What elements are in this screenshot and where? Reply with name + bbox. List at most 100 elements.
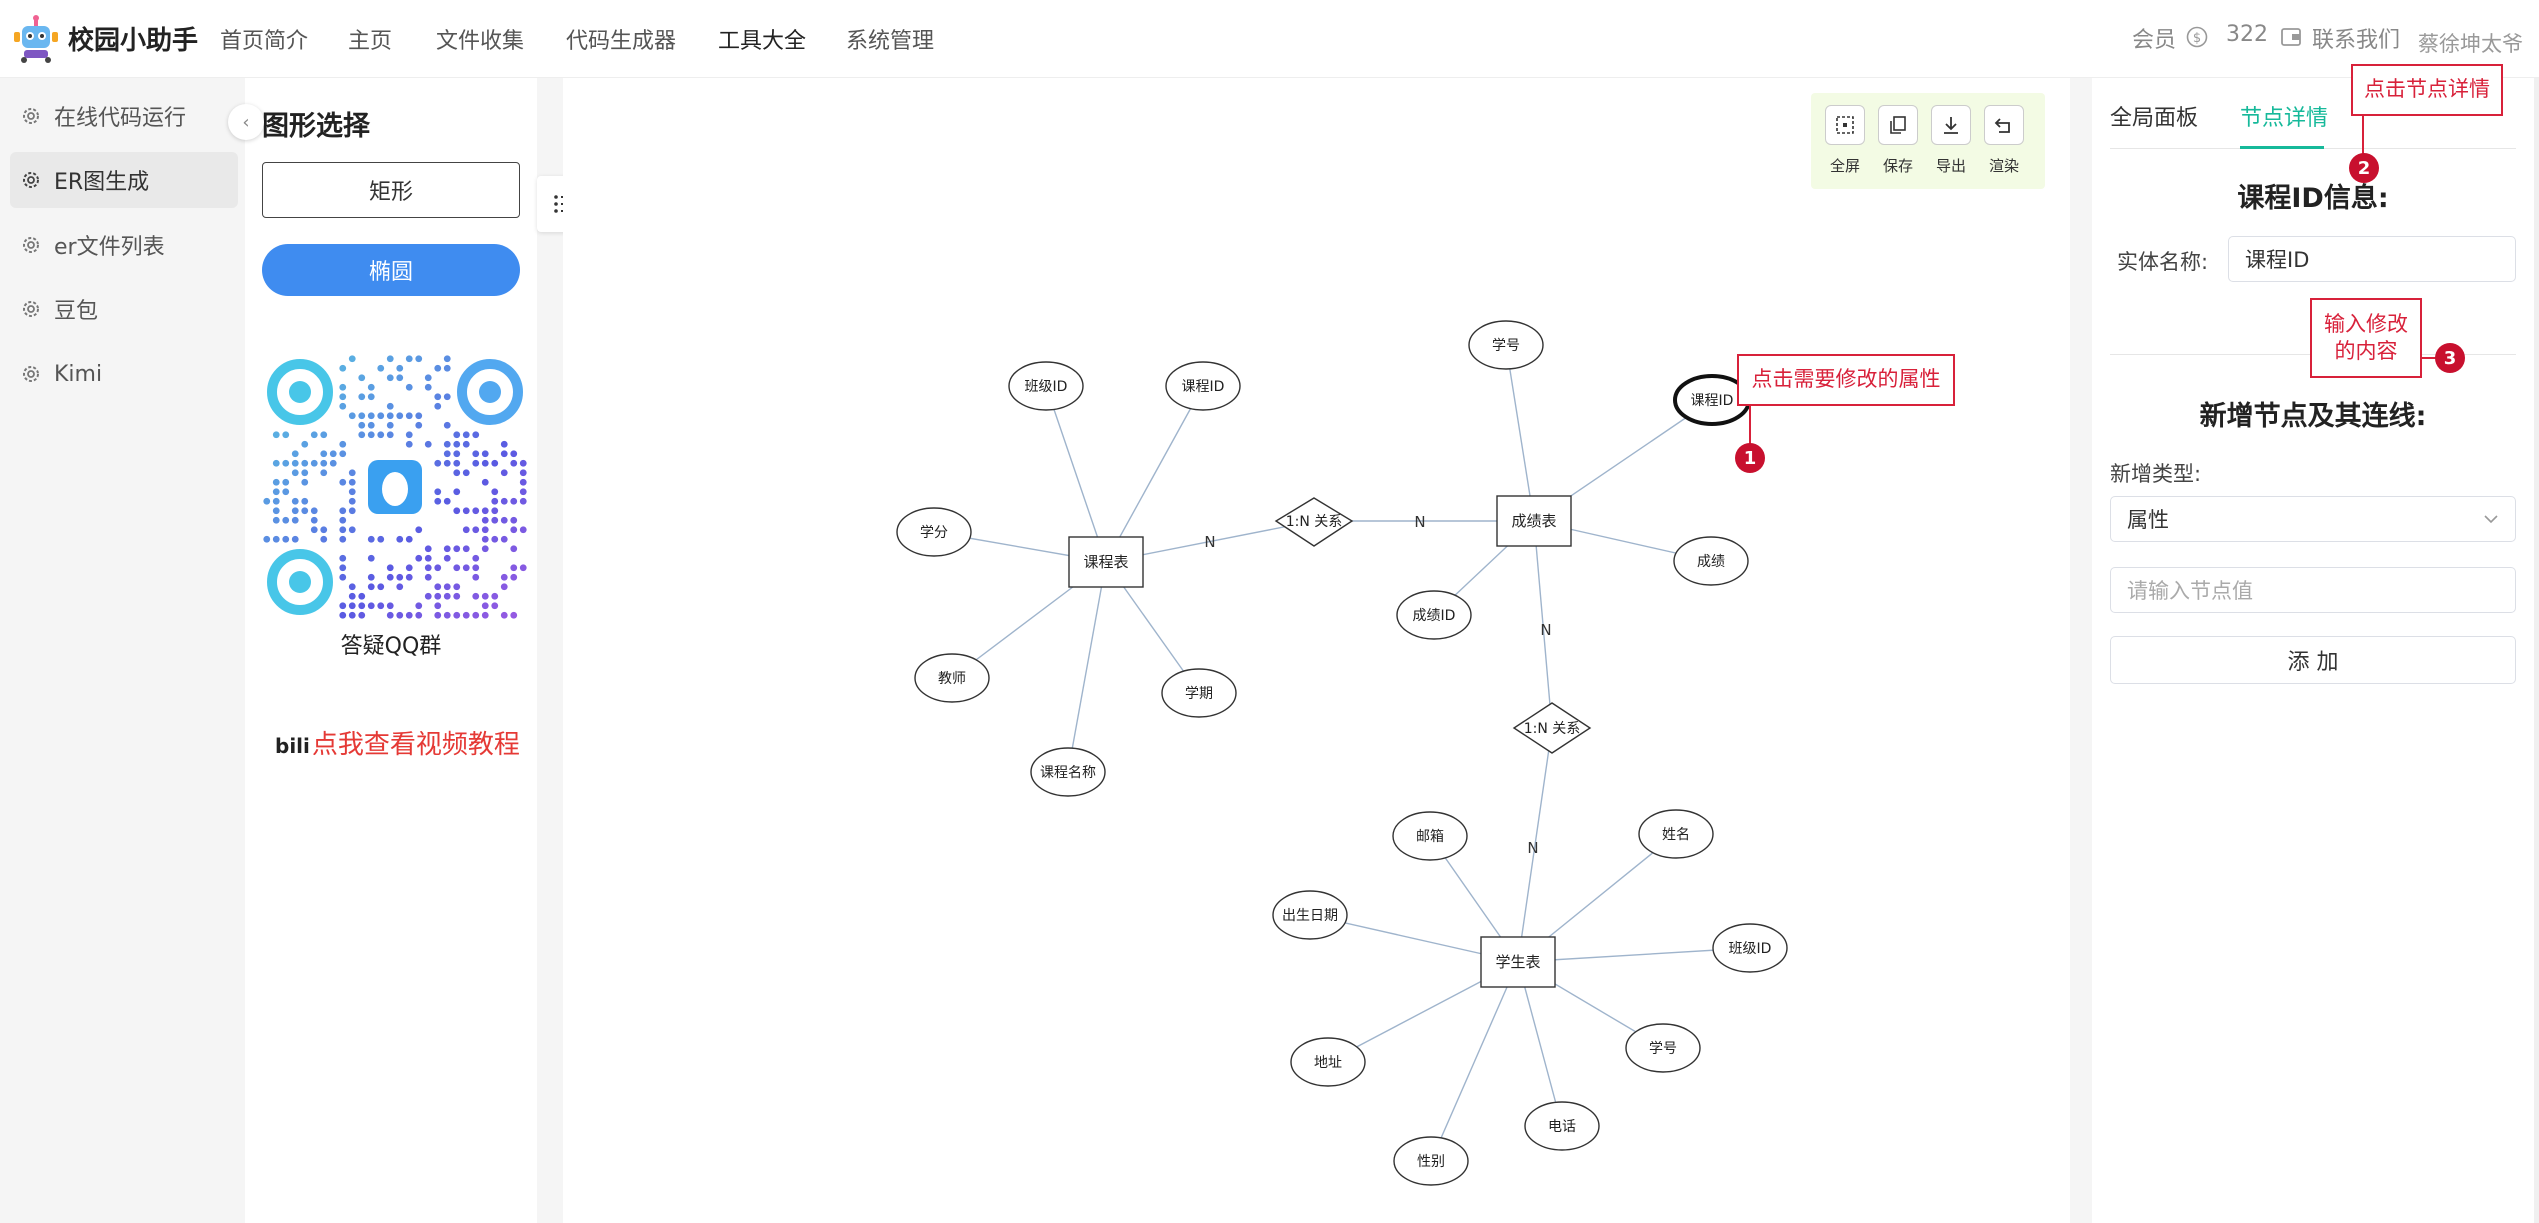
- video-tutorial-link[interactable]: bili点我查看视频教程: [275, 724, 520, 761]
- qr-dot: [310, 526, 318, 534]
- entity-course[interactable]: 课程表: [1068, 536, 1144, 588]
- attribute-label: 课程ID: [1182, 379, 1225, 395]
- attribute-node[interactable]: 学号: [1468, 320, 1544, 370]
- sidebar-item-label: 在线代码运行: [54, 106, 187, 131]
- qr-dot: [434, 564, 442, 572]
- nav-tools[interactable]: 工具大全: [718, 29, 807, 54]
- sidebar-item-kimi[interactable]: Kimi: [0, 346, 228, 402]
- qr-dot: [519, 478, 527, 486]
- qr-dot: [519, 526, 527, 534]
- relation-node[interactable]: 1:N 关系: [1274, 497, 1354, 547]
- qr-dot: [339, 450, 347, 458]
- collapse-sidebar-button[interactable]: ‹: [228, 104, 264, 140]
- render-label: 渲染: [1988, 157, 2019, 175]
- entity-name-input[interactable]: 课程ID: [2228, 236, 2516, 282]
- attribute-node[interactable]: 邮箱: [1392, 811, 1468, 861]
- add-type-select[interactable]: 属性: [2110, 496, 2516, 542]
- nav-system-admin[interactable]: 系统管理: [846, 29, 935, 54]
- qr-dot: [443, 545, 451, 553]
- qr-dot: [434, 364, 442, 372]
- sidebar-item-er-file-list[interactable]: er文件列表: [0, 217, 228, 273]
- right-gap: [2070, 78, 2092, 1223]
- attribute-label: 课程ID: [1691, 393, 1734, 409]
- entity-student[interactable]: 学生表: [1480, 936, 1556, 988]
- render-tool[interactable]: 渲染: [1982, 105, 2026, 176]
- sidebar-item-er-generate[interactable]: ER图生成: [10, 152, 238, 208]
- nav-file-collect[interactable]: 文件收集: [436, 29, 525, 54]
- sidebar-item-online-code[interactable]: 在线代码运行: [0, 88, 228, 144]
- attribute-node[interactable]: 性别: [1393, 1136, 1469, 1186]
- attribute-node[interactable]: 学号: [1625, 1023, 1701, 1073]
- contact-link[interactable]: 联系我们: [2312, 28, 2401, 53]
- attribute-node[interactable]: 班级ID: [1008, 361, 1084, 411]
- qr-dot: [434, 497, 442, 505]
- relation-node[interactable]: 1:N 关系: [1512, 702, 1592, 754]
- entity-score[interactable]: 成绩表: [1496, 495, 1572, 547]
- qr-dot: [443, 592, 451, 600]
- coin-icon: $: [2186, 26, 2208, 48]
- tab-global-panel[interactable]: 全局面板: [2110, 106, 2199, 131]
- attribute-label: 姓名: [1662, 827, 1690, 843]
- rectangle-shape-button[interactable]: 矩形: [262, 162, 520, 218]
- ellipse-shape-button[interactable]: 椭圆: [262, 244, 520, 296]
- gear-icon: [23, 237, 39, 253]
- qr-dot: [282, 431, 290, 439]
- nav-home-intro[interactable]: 首页简介: [220, 29, 309, 54]
- attribute-node[interactable]: 学期: [1161, 668, 1237, 718]
- nav-code-generator[interactable]: 代码生成器: [566, 29, 677, 54]
- qr-dot: [320, 450, 328, 458]
- export-tool[interactable]: 导出: [1929, 105, 1973, 176]
- attribute-node[interactable]: 课程ID: [1165, 361, 1241, 411]
- user-name[interactable]: 蔡徐坤太爷: [2418, 32, 2523, 56]
- qr-dot: [396, 611, 404, 619]
- er-canvas[interactable]: [563, 78, 2070, 1223]
- attribute-node[interactable]: 课程名称: [1030, 747, 1106, 797]
- tab-node-detail[interactable]: 节点详情: [2240, 106, 2329, 131]
- qr-dot: [424, 440, 432, 448]
- qr-dot: [348, 583, 356, 591]
- attribute-node[interactable]: 出生日期: [1272, 890, 1348, 940]
- attribute-label: 学分: [920, 525, 948, 541]
- fullscreen-tool[interactable]: 全屏: [1823, 105, 1867, 176]
- attribute-node[interactable]: 学分: [896, 507, 972, 557]
- add-node-button[interactable]: 添 加: [2110, 636, 2516, 684]
- attribute-node[interactable]: 姓名: [1638, 809, 1714, 859]
- qr-dot: [348, 526, 356, 534]
- qr-dot: [481, 602, 489, 610]
- qr-dot: [434, 583, 442, 591]
- qr-dot: [358, 431, 366, 439]
- qr-dot: [339, 526, 347, 534]
- qr-dot: [386, 611, 394, 619]
- page-scrollbar[interactable]: [2534, 78, 2539, 1223]
- qr-dot: [462, 507, 470, 515]
- attribute-node[interactable]: 成绩ID: [1396, 590, 1472, 640]
- qr-dot: [301, 469, 309, 477]
- qr-dot: [453, 459, 461, 467]
- qr-dot: [462, 545, 470, 553]
- qr-dot: [491, 516, 499, 524]
- attribute-node[interactable]: 教师: [914, 653, 990, 703]
- attribute-node[interactable]: 成绩: [1673, 536, 1749, 586]
- nav-main[interactable]: 主页: [348, 29, 393, 54]
- qr-dot: [453, 431, 461, 439]
- qr-finder-ring: [267, 359, 333, 425]
- attribute-node[interactable]: 班级ID: [1712, 923, 1788, 973]
- step-badge-3: 3: [2435, 343, 2465, 373]
- qr-dot: [434, 459, 442, 467]
- attribute-node[interactable]: 地址: [1290, 1037, 1366, 1087]
- qr-dot: [291, 535, 299, 543]
- save-tool[interactable]: 保存: [1876, 105, 1920, 176]
- qr-dot: [415, 602, 423, 610]
- qr-dot: [424, 592, 432, 600]
- node-value-input[interactable]: 请输入节点值: [2110, 567, 2516, 613]
- sidebar-item-doubao[interactable]: 豆包: [0, 281, 228, 337]
- attribute-node[interactable]: 电话: [1524, 1101, 1600, 1151]
- qr-dot: [434, 402, 442, 410]
- qr-dot: [377, 412, 385, 420]
- qr-dot: [396, 583, 404, 591]
- cardinality-label: N: [1540, 621, 1551, 639]
- fullscreen-label: 全屏: [1829, 157, 1860, 175]
- qr-dot: [424, 383, 432, 391]
- qr-dot: [405, 564, 413, 572]
